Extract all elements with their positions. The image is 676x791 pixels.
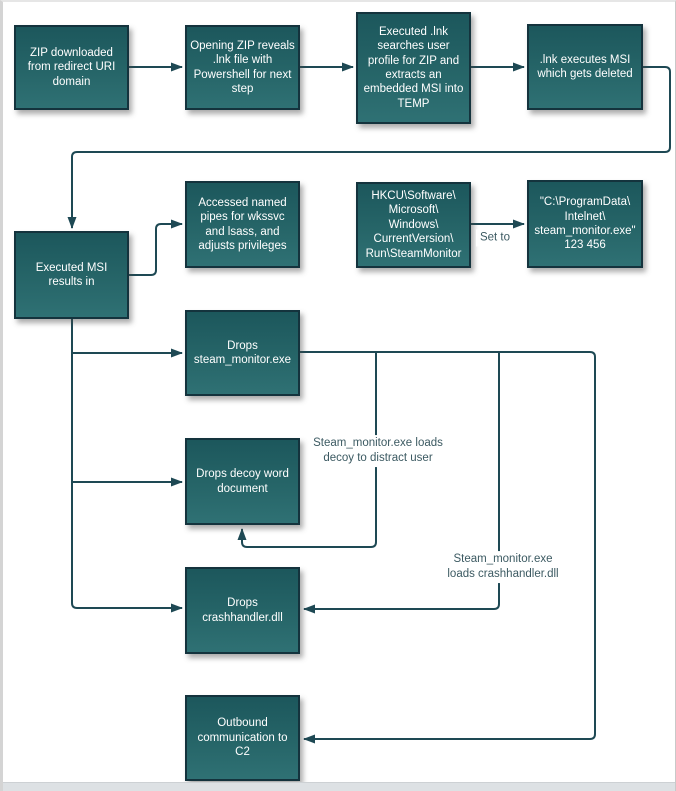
node-accessed-named-pipes: Accessed named pipes for wkssvc and lsas…: [185, 181, 300, 268]
connector-layer: [67, 62, 671, 744]
connector-lnkmsi-to-executedmsi: [67, 66, 671, 229]
connector-steammonitor-to-c2: [300, 351, 596, 744]
bottom-border-strip: [3, 782, 675, 791]
node-outbound-c2: Outbound communication to C2: [185, 695, 300, 781]
edge-label-loads-decoy: Steam_monitor.exe loads decoy to distrac…: [309, 435, 447, 467]
node-registry-value: "C:\ProgramData\ Intelnet\ steam_monitor…: [527, 180, 643, 268]
connector-branch-crashhandler: [71, 319, 183, 613]
edge-label-loads-crashhandler: Steam_monitor.exe loads crashhandler.dll: [443, 551, 563, 583]
connector-executedmsi-to-namedpipes: [129, 219, 183, 276]
node-zip-downloaded: ZIP downloaded from redirect URI domain: [14, 25, 129, 110]
node-drops-crashhandler: Drops crashhandler.dll: [185, 567, 300, 654]
node-executed-msi-results: Executed MSI results in: [14, 231, 129, 319]
node-opening-zip: Opening ZIP reveals .lnk file with Power…: [185, 25, 300, 110]
node-drops-steam-monitor: Drops steam_monitor.exe: [185, 310, 300, 396]
node-lnk-executes-msi: .lnk executes MSI which gets deleted: [527, 24, 643, 110]
connector-loads-decoy-loop: [237, 352, 377, 548]
node-drops-decoy-doc: Drops decoy word document: [185, 438, 300, 525]
edge-label-set-to: Set to: [475, 229, 515, 247]
connector-loads-crashhandler-loop: [303, 352, 500, 614]
node-registry-run-key: HKCU\Software\ Microsoft\ Windows\ Curre…: [356, 182, 471, 268]
node-executed-lnk-searches: Executed .lnk searches user profile for …: [356, 12, 471, 124]
